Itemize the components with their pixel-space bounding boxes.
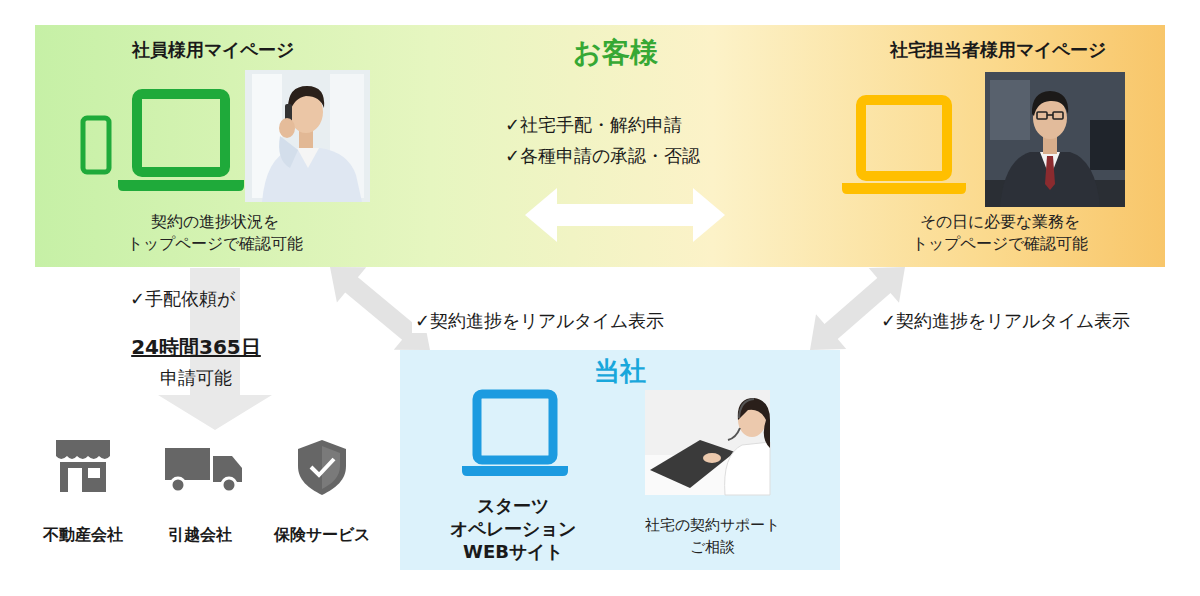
customer-band (35, 25, 1165, 267)
laptop-icon (462, 394, 568, 476)
note-label-wrap: ✓社宅手配・解約申請 (505, 113, 745, 137)
double-arrow (525, 188, 725, 242)
node-title-wrap: 社員様用マイページ (63, 38, 363, 62)
shield-icon (298, 440, 346, 495)
support-box: 社宅の契約サポート ご相談 (632, 386, 812, 570)
truck-icon (165, 448, 242, 492)
note-label: 24時間365日 (106, 334, 286, 361)
edge-label: ✓契約進捗をリアルタイム表示 (878, 309, 1133, 333)
edge-label-wrap: ✓契約進捗をリアルタイム表示 (412, 309, 712, 333)
node-title: スターツ オペレーション WEBサイト (431, 494, 595, 563)
manager-mypage: 社宅担当者様用マイページその日に必要な業務を トップページで確認可能 (725, 25, 1165, 267)
node-title-wrap: スターツ オペレーション WEBサイト (431, 494, 595, 563)
note-label: 不動産会社 (28, 524, 138, 546)
note-label-wrap: 不動産会社 (28, 524, 138, 546)
employee-photo (245, 70, 370, 202)
manager-photo (985, 72, 1125, 207)
node-caption-wrap: 契約の進捗状況を トップページで確認可能 (100, 211, 330, 255)
node-title: お客様 (505, 35, 725, 71)
node-title-wrap: 社宅担当者様用マイページ (838, 38, 1158, 62)
node-caption: 契約の進捗状況を トップページで確認可能 (100, 211, 330, 255)
note-label: 引越会社 (150, 524, 250, 546)
node-title-wrap: お客様 (505, 35, 725, 71)
node-title-wrap: 社宅の契約サポート ご相談 (626, 514, 798, 558)
note-label-wrap: 申請可能 (126, 366, 266, 390)
store-icon (56, 440, 110, 492)
note-label-wrap: 保険サービス (262, 524, 382, 546)
device-icons (83, 94, 244, 191)
company-box (400, 350, 840, 570)
node-title: 社宅担当者様用マイページ (838, 38, 1158, 62)
node-title-wrap: 当社 (550, 354, 690, 388)
node-caption-wrap: その日に必要な業務を トップページで確認可能 (880, 211, 1120, 255)
note-label-wrap: 24時間365日 (106, 334, 286, 361)
laptop-icon (842, 100, 966, 194)
web-site-box: スターツ オペレーション WEBサイト (428, 386, 598, 570)
note-label: ✓社宅手配・解約申請 (505, 113, 745, 137)
node-title: 社員様用マイページ (63, 38, 363, 62)
node-title: 当社 (550, 354, 690, 388)
note-label: 申請可能 (126, 366, 266, 390)
node-caption: その日に必要な業務を トップページで確認可能 (880, 211, 1120, 255)
employee-mypage: 社員様用マイページ契約の進捗状況を トップページで確認可能 (35, 25, 525, 267)
edge-label-wrap: ✓契約進捗をリアルタイム表示 (878, 309, 1178, 333)
node-title: 社宅の契約サポート ご相談 (626, 514, 798, 558)
note-label-wrap: ✓各種申請の承認・否認 (505, 144, 745, 168)
edge-label: ✓契約進捗をリアルタイム表示 (412, 309, 667, 333)
note-label-wrap: ✓手配依頼が (130, 287, 290, 311)
company-box: 当社スターツ オペレーション WEBサイト社宅の契約サポート ご相談 (400, 350, 840, 570)
note-label: ✓各種申請の承認・否認 (505, 144, 745, 168)
support-photo (645, 390, 770, 495)
note-label: 保険サービス (262, 524, 382, 546)
note-label-wrap: 引越会社 (150, 524, 250, 546)
note-label: ✓手配依頼が (130, 287, 290, 311)
